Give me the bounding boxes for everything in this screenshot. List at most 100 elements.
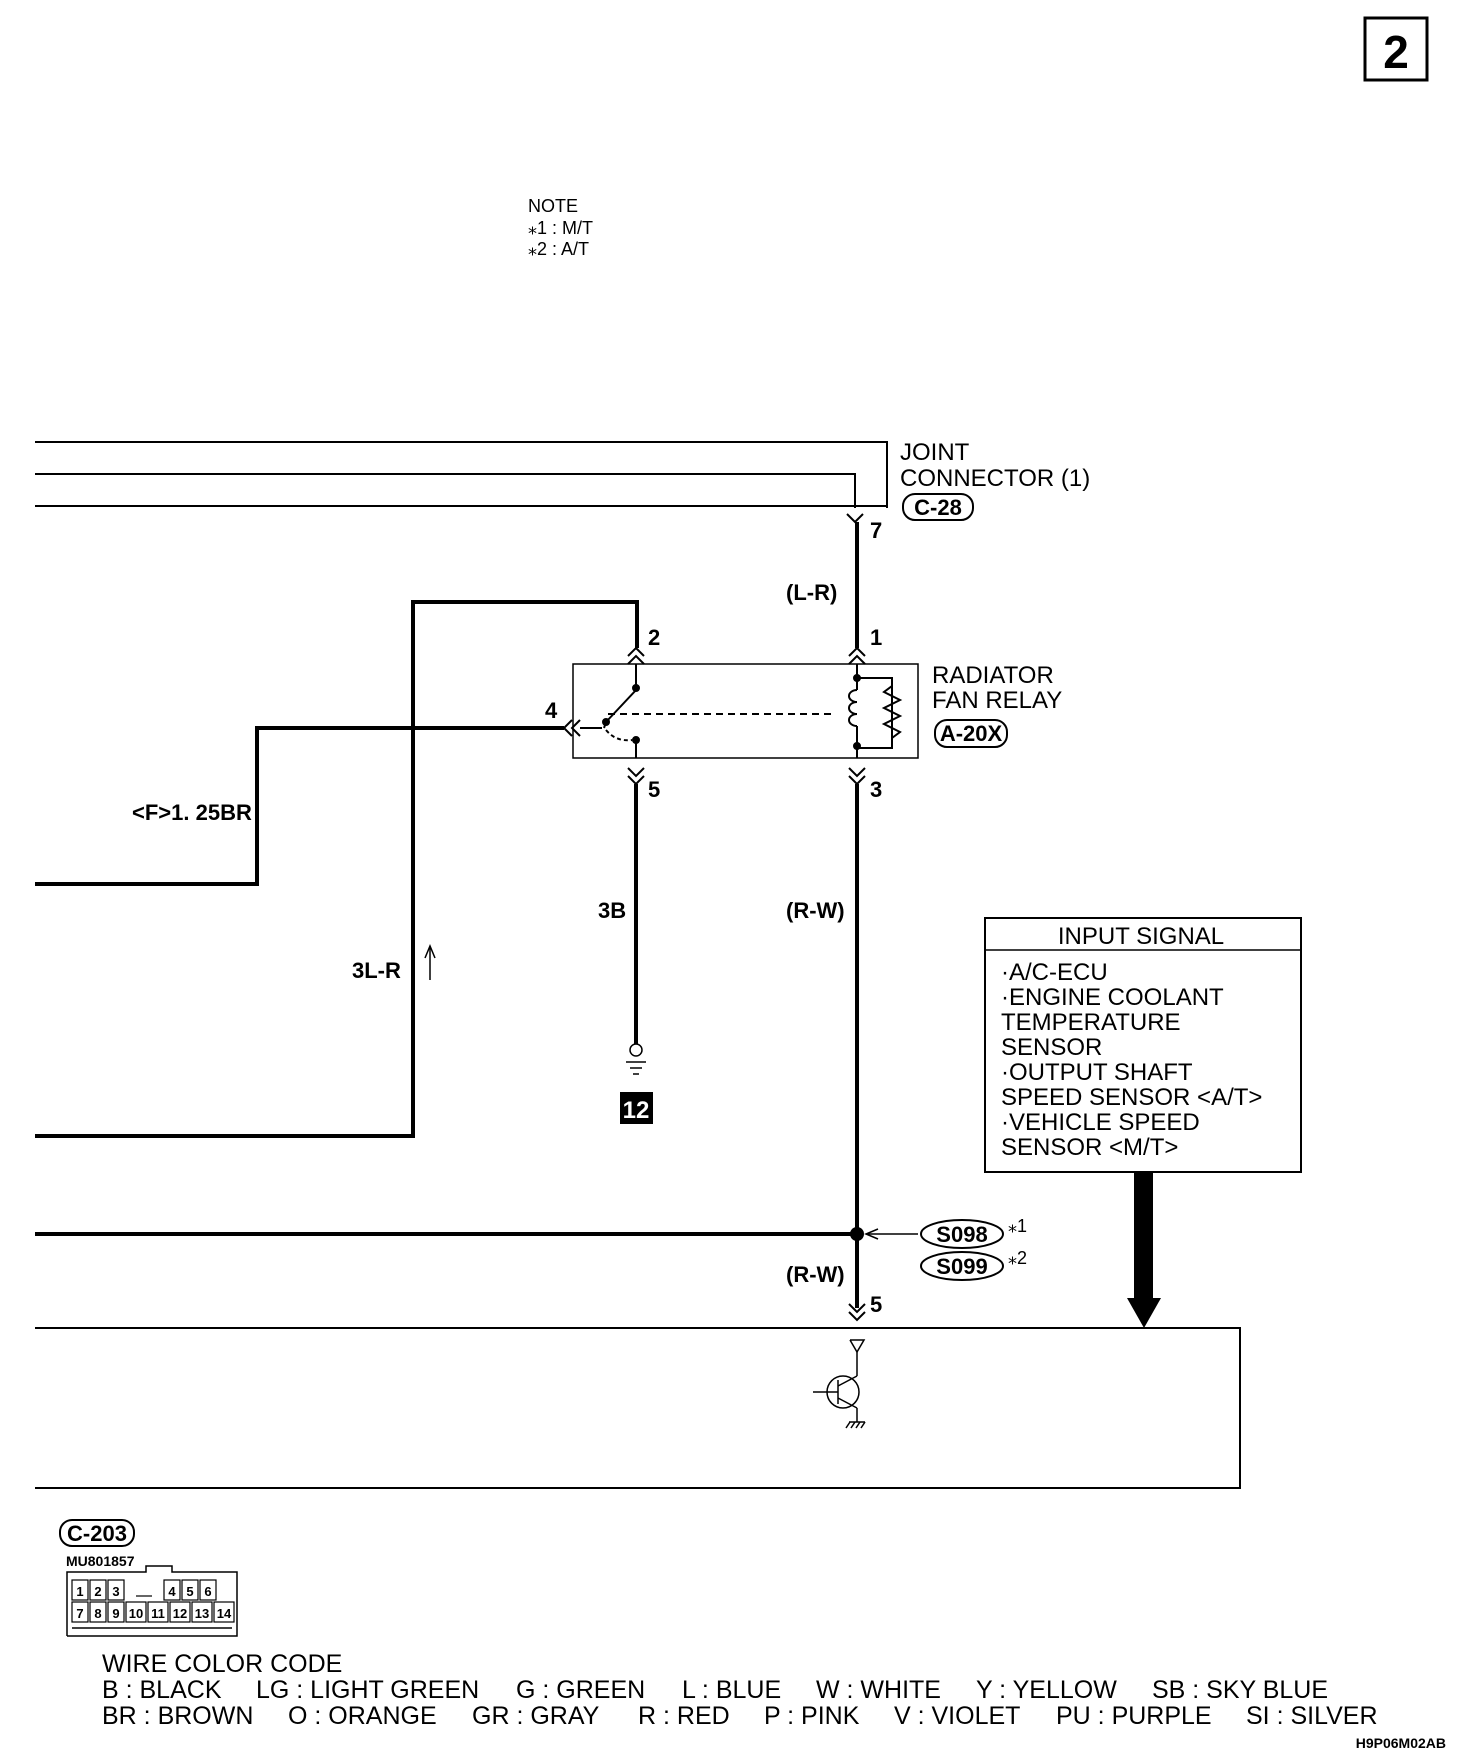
wire-r-w-label-lower: (R-W) (786, 1262, 845, 1287)
connector-pin-number: 2 (94, 1584, 101, 1599)
relay-pin-1: 1 (870, 625, 882, 650)
relay-code: A-20X (940, 721, 1003, 746)
connector-c203-housing (66, 1565, 238, 1637)
joint-connector-code: C-28 (914, 495, 962, 520)
wire-3l-r-label: 3L-R (352, 958, 401, 983)
connector-pin-number: 14 (217, 1606, 232, 1621)
input-signal-line-8: SENSOR <M/T> (1001, 1134, 1178, 1161)
ecu-pin-label: 5 (870, 1292, 882, 1317)
splice-s099-mark: ⁎2 (1008, 1248, 1027, 1268)
input-signal-box (984, 917, 1302, 1173)
connector-pin-cell (199, 1579, 217, 1601)
relay-name-2: FAN RELAY (932, 687, 1062, 714)
splice-s099-badge (920, 1251, 1004, 1281)
wire-color-code-row-2: BR : BROWN O : ORANGE GR : GRAY R : RED … (102, 1702, 1378, 1730)
connector-pin-number: 6 (204, 1584, 211, 1599)
ecu-pin-marker-2 (848, 1311, 866, 1322)
color-code-lg: LG : LIGHT GREEN (256, 1676, 479, 1704)
connector-pin-cell (126, 1580, 162, 1600)
connector-pin-number: 13 (195, 1606, 209, 1621)
wire-color-code-row-1: B : BLACK LG : LIGHT GREEN G : GREEN L :… (102, 1676, 1328, 1704)
relay-pin-4: 4 (545, 698, 558, 723)
connector-pin-cell (107, 1601, 125, 1623)
connector-pin-cell (125, 1601, 147, 1623)
input-signal-line-6: SPEED SENSOR <A/T> (1001, 1084, 1262, 1111)
relay-pin-5: 5 (648, 777, 660, 802)
color-code-b: B : BLACK (102, 1676, 222, 1704)
connector-pin-cell (191, 1601, 213, 1623)
splice-s098-mark: ⁎1 (1008, 1216, 1027, 1236)
color-code-o: O : ORANGE (288, 1702, 437, 1730)
wire-f-1-25br (35, 726, 564, 886)
connector-pin-cell (107, 1579, 125, 1601)
connector-pin-cell (213, 1601, 235, 1623)
ground-symbol (626, 1043, 646, 1075)
wire-f-1-25br-label: <F>1. 25BR (132, 800, 252, 825)
input-signal-line-4: SENSOR (1001, 1034, 1102, 1061)
connector-pin-number: 9 (112, 1606, 119, 1621)
splice-s099-code: S099 (936, 1254, 987, 1279)
splice-s098-badge (920, 1219, 1004, 1249)
relay-name-1: RADIATOR (932, 662, 1054, 689)
input-signal-line-3: TEMPERATURE (1001, 1009, 1181, 1036)
wire-3b-label: 3B (598, 898, 626, 923)
color-code-r: R : RED (638, 1702, 730, 1730)
wire-color-code-title: WIRE COLOR CODE (102, 1650, 342, 1678)
connector-pin-cell (89, 1601, 107, 1623)
connector-pin-cell (71, 1601, 89, 1623)
color-code-w: W : WHITE (816, 1676, 941, 1704)
input-signal-line-7: ·VEHICLE SPEED (1001, 1109, 1200, 1136)
connector-c203-code-badge (59, 1519, 135, 1547)
color-code-si: SI : SILVER (1246, 1702, 1378, 1730)
figure-id: H9P06M02AB (1356, 1735, 1446, 1751)
page-number: 2 (1383, 26, 1409, 78)
relay-switch (580, 664, 836, 758)
transistor-symbol (813, 1339, 866, 1429)
relay-pin-markers (562, 646, 866, 786)
color-code-g: G : GREEN (516, 1676, 645, 1704)
input-signal-arrow-shaft (1134, 1172, 1153, 1300)
relay-coil (848, 664, 903, 758)
color-code-p: P : PINK (764, 1702, 860, 1730)
connector-pin-cell (147, 1601, 169, 1623)
joint-connector-name-1: JOINT (900, 439, 970, 466)
color-code-sb: SB : SKY BLUE (1152, 1676, 1328, 1704)
relay-pin-3: 3 (870, 777, 882, 802)
color-code-pu: PU : PURPLE (1056, 1702, 1212, 1730)
connector-pin-cell (89, 1579, 107, 1601)
connector-pin-number: 3 (112, 1584, 119, 1599)
splice-s098-code: S098 (936, 1222, 987, 1247)
connector-pin-cell (163, 1579, 181, 1601)
input-signal-line-2: ·ENGINE COOLANT (1001, 984, 1224, 1011)
wire-l-r-label: (L-R) (786, 580, 837, 605)
connector-pin-cell (181, 1579, 199, 1601)
color-code-br: BR : BROWN (102, 1702, 253, 1730)
joint-connector-name-2: CONNECTOR (1) (900, 465, 1090, 492)
color-code-y: Y : YELLOW (976, 1676, 1117, 1704)
ground-number: 12 (623, 1097, 650, 1124)
joint-connector-bus (35, 441, 888, 508)
color-code-gr: GR : GRAY (472, 1702, 600, 1730)
connector-pin-number: 7 (76, 1606, 83, 1621)
input-signal-line-5: ·OUTPUT SHAFT (1001, 1059, 1193, 1086)
wire-3l-r (35, 600, 639, 1138)
connector-pin-number: 10 (129, 1606, 143, 1621)
ecu-pin-marker-1 (848, 1303, 866, 1314)
connector-pin-number: 8 (94, 1606, 101, 1621)
connector-pin-number: 11 (151, 1606, 165, 1621)
ground-number-badge (620, 1092, 653, 1124)
page-number-box (1363, 16, 1429, 82)
pin-7-marker (846, 513, 864, 524)
input-signal-arrow-head (1127, 1298, 1161, 1328)
color-code-v: V : VIOLET (894, 1702, 1020, 1730)
splice-junction (850, 1227, 864, 1241)
note-title: NOTE (528, 196, 578, 216)
note-item-2: ⁎2 : A/T (528, 239, 589, 259)
connector-c203-code: C-203 (67, 1521, 127, 1546)
color-code-l: L : BLUE (682, 1676, 781, 1704)
input-signal-title: INPUT SIGNAL (1058, 923, 1224, 950)
connector-pin-number: 12 (173, 1606, 187, 1621)
splice-pointer-arrow (864, 1228, 918, 1240)
